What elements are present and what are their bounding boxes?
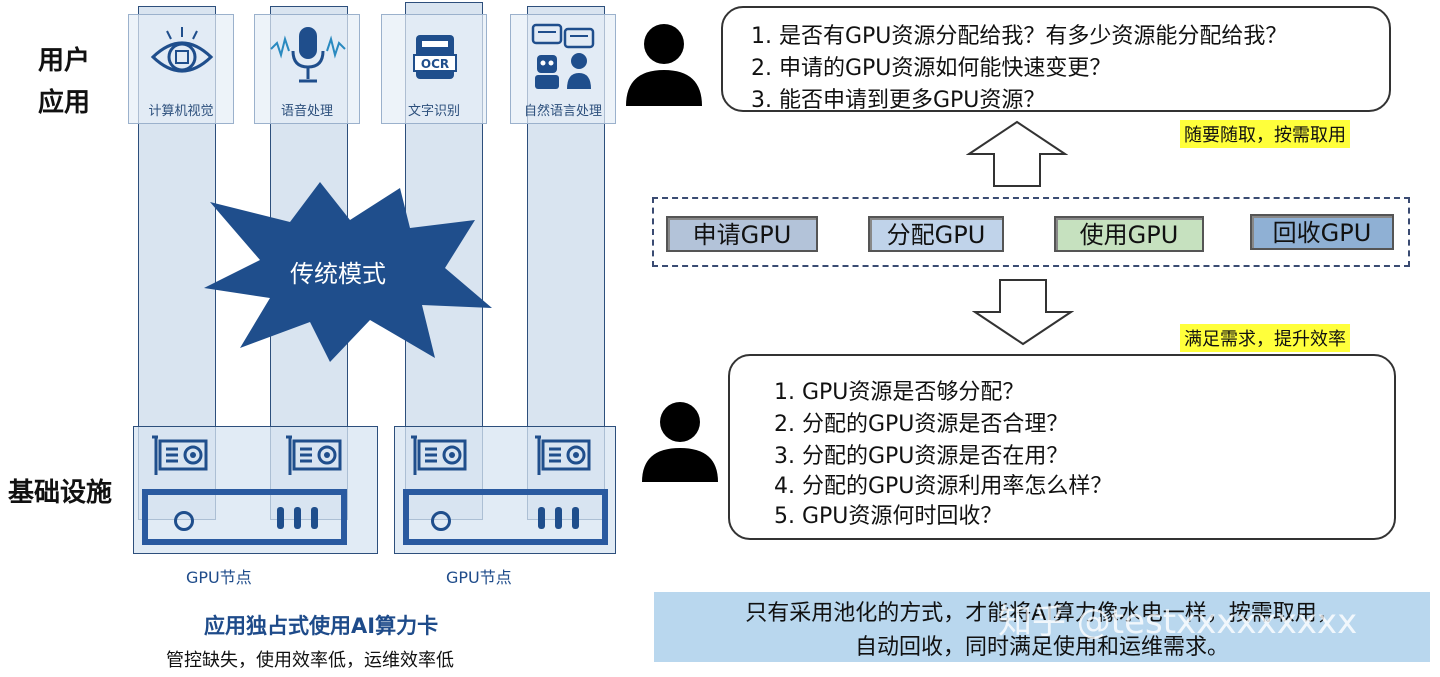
burst-text: 传统模式 [290, 260, 386, 288]
left-caption-title: 应用独占式使用AI算力卡 [204, 614, 439, 638]
step-reclaim-gpu: 回收GPU [1250, 214, 1394, 250]
power-indicator-icon [174, 511, 194, 531]
gpu-card-icon [152, 435, 208, 475]
power-indicator-icon [431, 511, 451, 531]
user-question: 1. 是否有GPU资源分配给我？有多少资源能分配给我？ [751, 24, 1288, 49]
app-label: 自然语言处理 [523, 104, 602, 119]
drive-bays-icon [277, 507, 321, 529]
admin-question: 4. 分配的GPU资源利用率怎么样？ [774, 474, 1113, 499]
chat-robot-icon [531, 23, 595, 89]
traditional-mode-burst [204, 182, 492, 362]
user-question: 2. 申请的GPU资源如何能快速变更？ [751, 56, 1112, 81]
step-allocate-gpu: 分配GPU [868, 216, 1004, 252]
gpu-card-icon [411, 435, 467, 475]
highlight-bottom: 满足需求，提升效率 [1180, 324, 1350, 352]
gpu-node-2 [394, 426, 616, 554]
microphone-wave-icon [270, 27, 346, 83]
gpu-card-icon [535, 435, 591, 475]
app-computer-vision: 计算机视觉 [128, 14, 234, 124]
left-caption-subtitle: 管控缺失，使用效率低，运维效率低 [166, 650, 454, 671]
admin-question: 1. GPU资源是否够分配？ [774, 380, 1025, 405]
user-question: 3. 能否申请到更多GPU资源？ [751, 88, 1046, 113]
step-apply-gpu: 申请GPU [666, 216, 818, 252]
app-label: 计算机视觉 [148, 104, 214, 119]
down-arrow-icon [972, 279, 1074, 346]
step-use-gpu: 使用GPU [1054, 216, 1204, 252]
user-person-icon [626, 24, 702, 106]
drive-bays-icon [538, 507, 582, 529]
app-speech: 语音处理 [254, 14, 360, 124]
admin-question: 3. 分配的GPU资源是否在用？ [774, 444, 1069, 469]
ocr-document-icon: OCR [413, 35, 457, 79]
gpu-node-label: GPU节点 [186, 568, 252, 587]
infrastructure-label: 基础设施 [8, 478, 113, 508]
admin-question: 5. GPU资源何时回收？ [774, 504, 1003, 529]
watermark: 知乎 @testxxxxxxxxx [998, 602, 1358, 642]
conclusion-line-2: 自动回收，同时满足使用和运维需求。 [854, 635, 1229, 660]
app-label: 文字识别 [407, 104, 460, 119]
app-label: 语音处理 [280, 104, 333, 119]
conclusion-note: 只有采用池化的方式，才能将AI算力像水电一样，按需取用， 自动回收，同时满足使用… [654, 592, 1430, 662]
highlight-top: 随要随取，按需取用 [1180, 120, 1350, 148]
admin-person-icon [642, 402, 718, 482]
app-ocr: OCR 文字识别 [381, 14, 487, 124]
gpu-lifecycle-panel [652, 197, 1410, 267]
svg-text:OCR: OCR [421, 57, 449, 71]
user-questions-bubble: 1. 是否有GPU资源分配给我？有多少资源能分配给我？ 2. 申请的GPU资源如… [721, 6, 1391, 113]
server-chassis [142, 489, 347, 545]
server-chassis [403, 489, 608, 545]
conclusion-line-1: 只有采用池化的方式，才能将AI算力像水电一样，按需取用， [745, 601, 1339, 626]
user-app-label: 用户 应用 [38, 46, 91, 118]
gpu-node-1 [133, 426, 378, 554]
eye-chip-icon [150, 27, 214, 73]
admin-question: 2. 分配的GPU资源是否合理？ [774, 412, 1069, 437]
up-arrow-icon [966, 120, 1068, 187]
admin-questions-bubble: 1. GPU资源是否够分配？ 2. 分配的GPU资源是否合理？ 3. 分配的GP… [728, 354, 1396, 540]
gpu-node-label: GPU节点 [446, 568, 512, 587]
gpu-card-icon [286, 435, 342, 475]
app-nlp: 自然语言处理 [510, 14, 616, 124]
